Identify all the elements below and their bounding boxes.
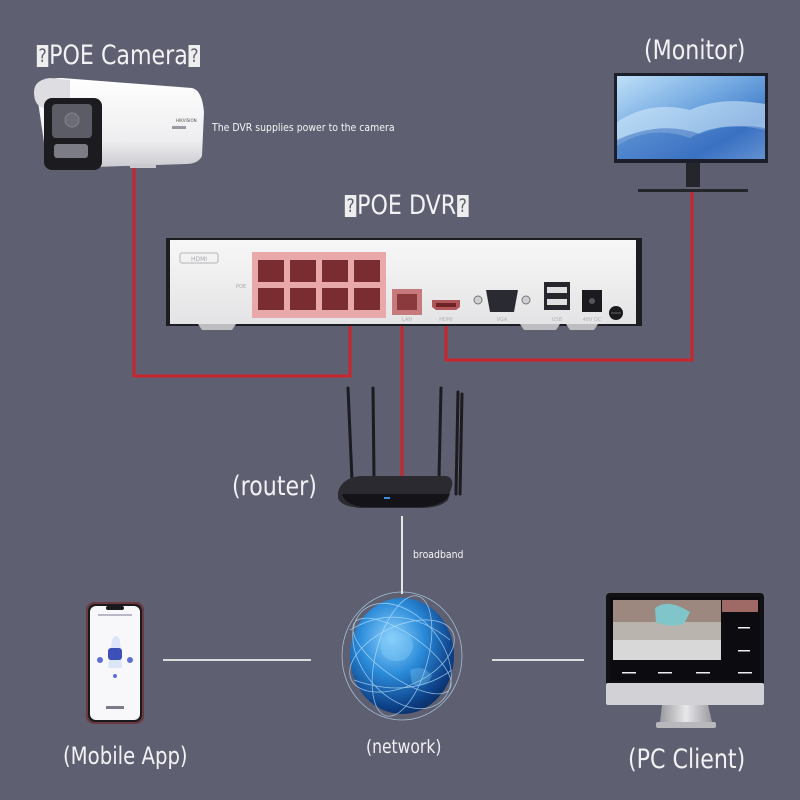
poe-port-block[interactable] <box>252 252 386 318</box>
mobile-app-label: (Mobile App) <box>63 742 188 770</box>
poe-dvr-device[interactable]: HDMI POE LAN HDMI <box>166 238 642 330</box>
bracket-open-glyph: ? <box>36 45 49 67</box>
wire-dvr-to-monitor <box>444 192 694 362</box>
hdmi-logo-text: HDMI <box>191 256 207 263</box>
monitor-label: (Monitor) <box>644 35 746 66</box>
pc-client-device[interactable] <box>606 593 764 728</box>
router-device[interactable] <box>338 386 464 508</box>
poe-port-label: POE <box>236 284 246 290</box>
bracket-open-glyph: ? <box>344 195 357 217</box>
router-label: (router) <box>232 471 317 502</box>
dvr-title: ?POE DVR? <box>344 190 469 221</box>
power-jack[interactable] <box>582 290 602 312</box>
vga-port-label: VGA <box>497 317 508 323</box>
internet-globe-icon <box>341 591 463 721</box>
hdmi-port[interactable] <box>432 300 460 310</box>
camera-title: ?POE Camera? <box>36 40 201 71</box>
network-label: (network) <box>366 736 442 758</box>
lan-port-label: LAN <box>402 317 412 323</box>
mobile-phone-device[interactable] <box>86 602 144 724</box>
dvr-title-text: POE DVR <box>357 190 457 221</box>
bracket-close-glyph: ? <box>188 45 201 67</box>
camera-brand-text: HIKVISION <box>176 118 197 123</box>
wire-camera-to-dvr <box>132 168 352 378</box>
camera-power-note: The DVR supplies power to the camera <box>212 121 395 134</box>
poe-camera-device[interactable]: HIKVISION <box>34 78 204 170</box>
power-port-label: 48V DC <box>583 317 602 323</box>
monitor-device[interactable] <box>614 73 768 192</box>
broadband-link-label: broadband <box>413 548 464 561</box>
usb-ports[interactable] <box>544 282 570 310</box>
lan-port[interactable] <box>392 289 422 315</box>
usb-port-label: USB <box>552 317 563 323</box>
vga-port[interactable] <box>473 290 531 312</box>
ground-screw <box>609 306 623 320</box>
bracket-close-glyph: ? <box>456 195 469 217</box>
camera-title-text: POE Camera <box>49 40 188 71</box>
pc-client-label: (PC Client) <box>628 744 746 775</box>
hdmi-port-label: HDMI <box>439 317 452 323</box>
